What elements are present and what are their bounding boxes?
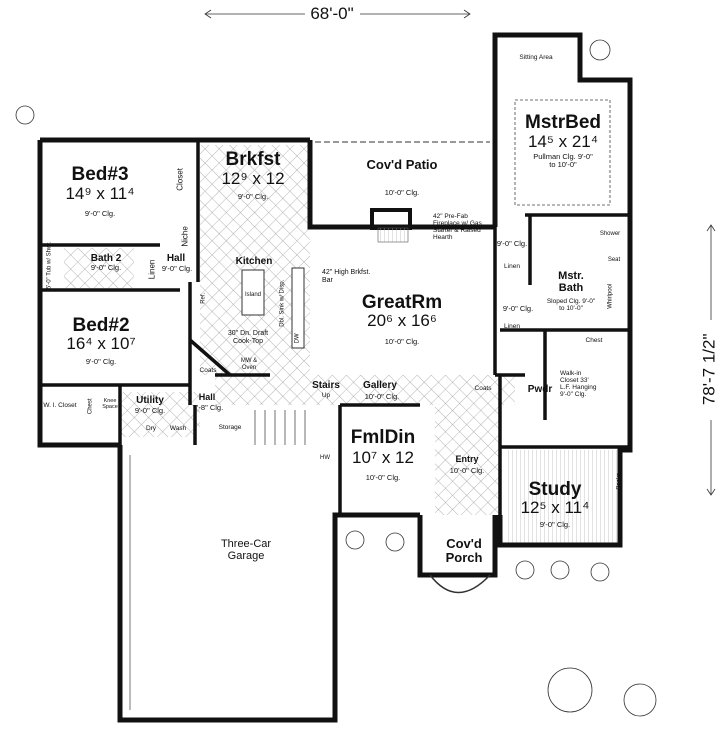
dw-label: DW: [294, 333, 301, 344]
bed3-size: 14⁹ x 11⁴: [65, 184, 135, 203]
width-dimension-line: [204, 9, 471, 19]
seat-label: Seat: [607, 257, 621, 263]
brkfst-ceiling: 9'-0" Clg.: [237, 192, 269, 201]
chest-label: Chest: [585, 337, 603, 344]
greatrm-ceiling: 10'-0" Clg.: [384, 337, 420, 346]
hall-ceiling: 9'-0" Clg.: [161, 264, 193, 273]
hall-name: Hall: [166, 253, 186, 264]
bed3-name: Bed#3: [71, 164, 129, 185]
storage-label: Storage: [218, 424, 242, 431]
mstrbath-name: Mstr. Bath: [558, 270, 584, 295]
interior-walls: [40, 140, 630, 515]
fireplace-label: 42" Pre-Fab Fireplace w/ Gas Starter & R…: [433, 213, 482, 242]
entry-name: Entry: [455, 454, 479, 464]
fmldin-ceiling: 10'-0" Clg.: [365, 473, 401, 482]
island-label: Island: [244, 292, 262, 298]
fmldin-name: FmlDin: [350, 427, 416, 448]
porch-name: Cov'd Porch: [445, 536, 483, 565]
garage-name: Three-Car Garage: [220, 538, 272, 563]
bed2-ceiling: 9'-0" Clg.: [85, 357, 117, 366]
mstrbath-ceiling: Sloped Clg. 9'-0" to 10'-0": [546, 298, 596, 313]
bed2-size: 16⁴ x 10⁷: [66, 334, 136, 353]
gallery-ceiling: 10'-0" Clg.: [364, 392, 400, 401]
mstrbed-size: 14⁵ x 21⁴: [527, 132, 599, 151]
mstrbed-name: MstrBed: [524, 112, 602, 133]
fmldin-size: 10⁷ x 12: [352, 448, 414, 467]
chest-label-closet: Chest: [87, 398, 94, 415]
patio-name: Cov'd Patio: [366, 157, 438, 172]
wc-ceiling: 9'-0" Clg.: [502, 304, 534, 313]
master-hall-ceiling: 9'-0" Clg.: [496, 239, 528, 248]
sitting-area-label: Sitting Area: [519, 54, 553, 61]
bath2-tile: [64, 248, 134, 288]
entry-tile: [435, 405, 500, 515]
kitchen-name: Kitchen: [235, 256, 273, 267]
utility-ceiling: 9'-0" Clg.: [134, 406, 166, 415]
niche-label: Niche: [180, 226, 190, 247]
greatrm-name: GreatRm: [361, 292, 443, 313]
exterior-walls: [37, 32, 633, 723]
pwdr-name: Pwdr: [527, 384, 553, 395]
washer-label: Wash: [169, 425, 187, 432]
water-heater-label: HW: [320, 455, 330, 461]
depth-dimension-line: [706, 224, 716, 496]
study-name: Study: [528, 479, 582, 500]
knee-space-label: Knee Space: [102, 398, 118, 411]
stairs-treads: [254, 410, 306, 445]
gallery-tile: [215, 375, 515, 405]
patio-ceiling: 10'-0" Clg.: [384, 188, 420, 197]
utility-name: Utility: [136, 395, 164, 406]
whirlpool-label: Whirlpool: [607, 283, 614, 309]
counter-bar: [291, 267, 305, 349]
wi-closet-label: W. I. Closet: [43, 402, 77, 409]
island: [241, 269, 265, 316]
overall-depth: 78'-7 1/2": [699, 333, 719, 406]
overall-width: 68'-0": [310, 4, 354, 23]
sink-label: Dbl. Sink w/ Disp.: [279, 279, 286, 327]
landscape-plants: [15, 39, 657, 717]
tub-label: 5'-0" Tub w/ Shwr.: [46, 241, 53, 290]
study-floor: [505, 450, 620, 545]
dryer-label: Dry: [145, 425, 157, 432]
gallery-name: Gallery: [363, 380, 397, 391]
shower-label: Shower: [599, 231, 621, 237]
stairs-name: Stairs: [312, 380, 340, 391]
books-label: Books: [616, 472, 623, 490]
brkfst-bar-label: 42" High Brkfst. Bar: [322, 269, 371, 284]
study-ceiling: 9'-0" Clg.: [539, 520, 571, 529]
brkfst-name: Brkfst: [225, 149, 281, 170]
hearth: [377, 227, 409, 243]
walkin-closet-label: Walk-in Closet 33' L.F. Hanging 9'-0" Cl…: [560, 370, 597, 399]
study-size: 12⁵ x 11⁴: [520, 498, 590, 517]
coats-label-hall: Coats: [199, 367, 217, 374]
hall2-ceiling: 7'-8" Clg.: [192, 403, 224, 412]
stairs-up: Up: [321, 392, 331, 399]
mstrbed-ceiling: Pullman Clg. 9'-0" to 10'-0": [533, 152, 593, 170]
bath2-ceiling: 9'-0" Clg.: [90, 263, 122, 272]
linen2-label: Linen: [504, 263, 520, 270]
coats-label-gallery: Coats: [474, 385, 492, 392]
pullman-ceiling-outline: [514, 99, 611, 206]
closet-label: Closet: [175, 168, 185, 191]
bath2-name: Bath 2: [90, 253, 122, 264]
greatrm-size: 20⁶ x 16⁶: [367, 311, 437, 330]
bed3-ceiling: 9'-0" Clg.: [84, 209, 116, 218]
mw-oven-label: MW & Oven: [240, 358, 258, 371]
ref-label: Ref.: [200, 292, 207, 304]
porch-steps: [429, 574, 491, 594]
cooktop-label: 30" Dn. Draft Cook-Top: [227, 330, 269, 345]
linen3-label: Linen: [504, 323, 520, 330]
linen-label: Linen: [147, 259, 157, 280]
utility-tile: [120, 392, 200, 437]
bed2-name: Bed#2: [72, 315, 130, 336]
hall2-name: Hall: [198, 392, 216, 402]
entry-ceiling: 10'-0" Clg.: [449, 466, 485, 475]
brkfst-size: 12⁹ x 12: [221, 169, 285, 188]
